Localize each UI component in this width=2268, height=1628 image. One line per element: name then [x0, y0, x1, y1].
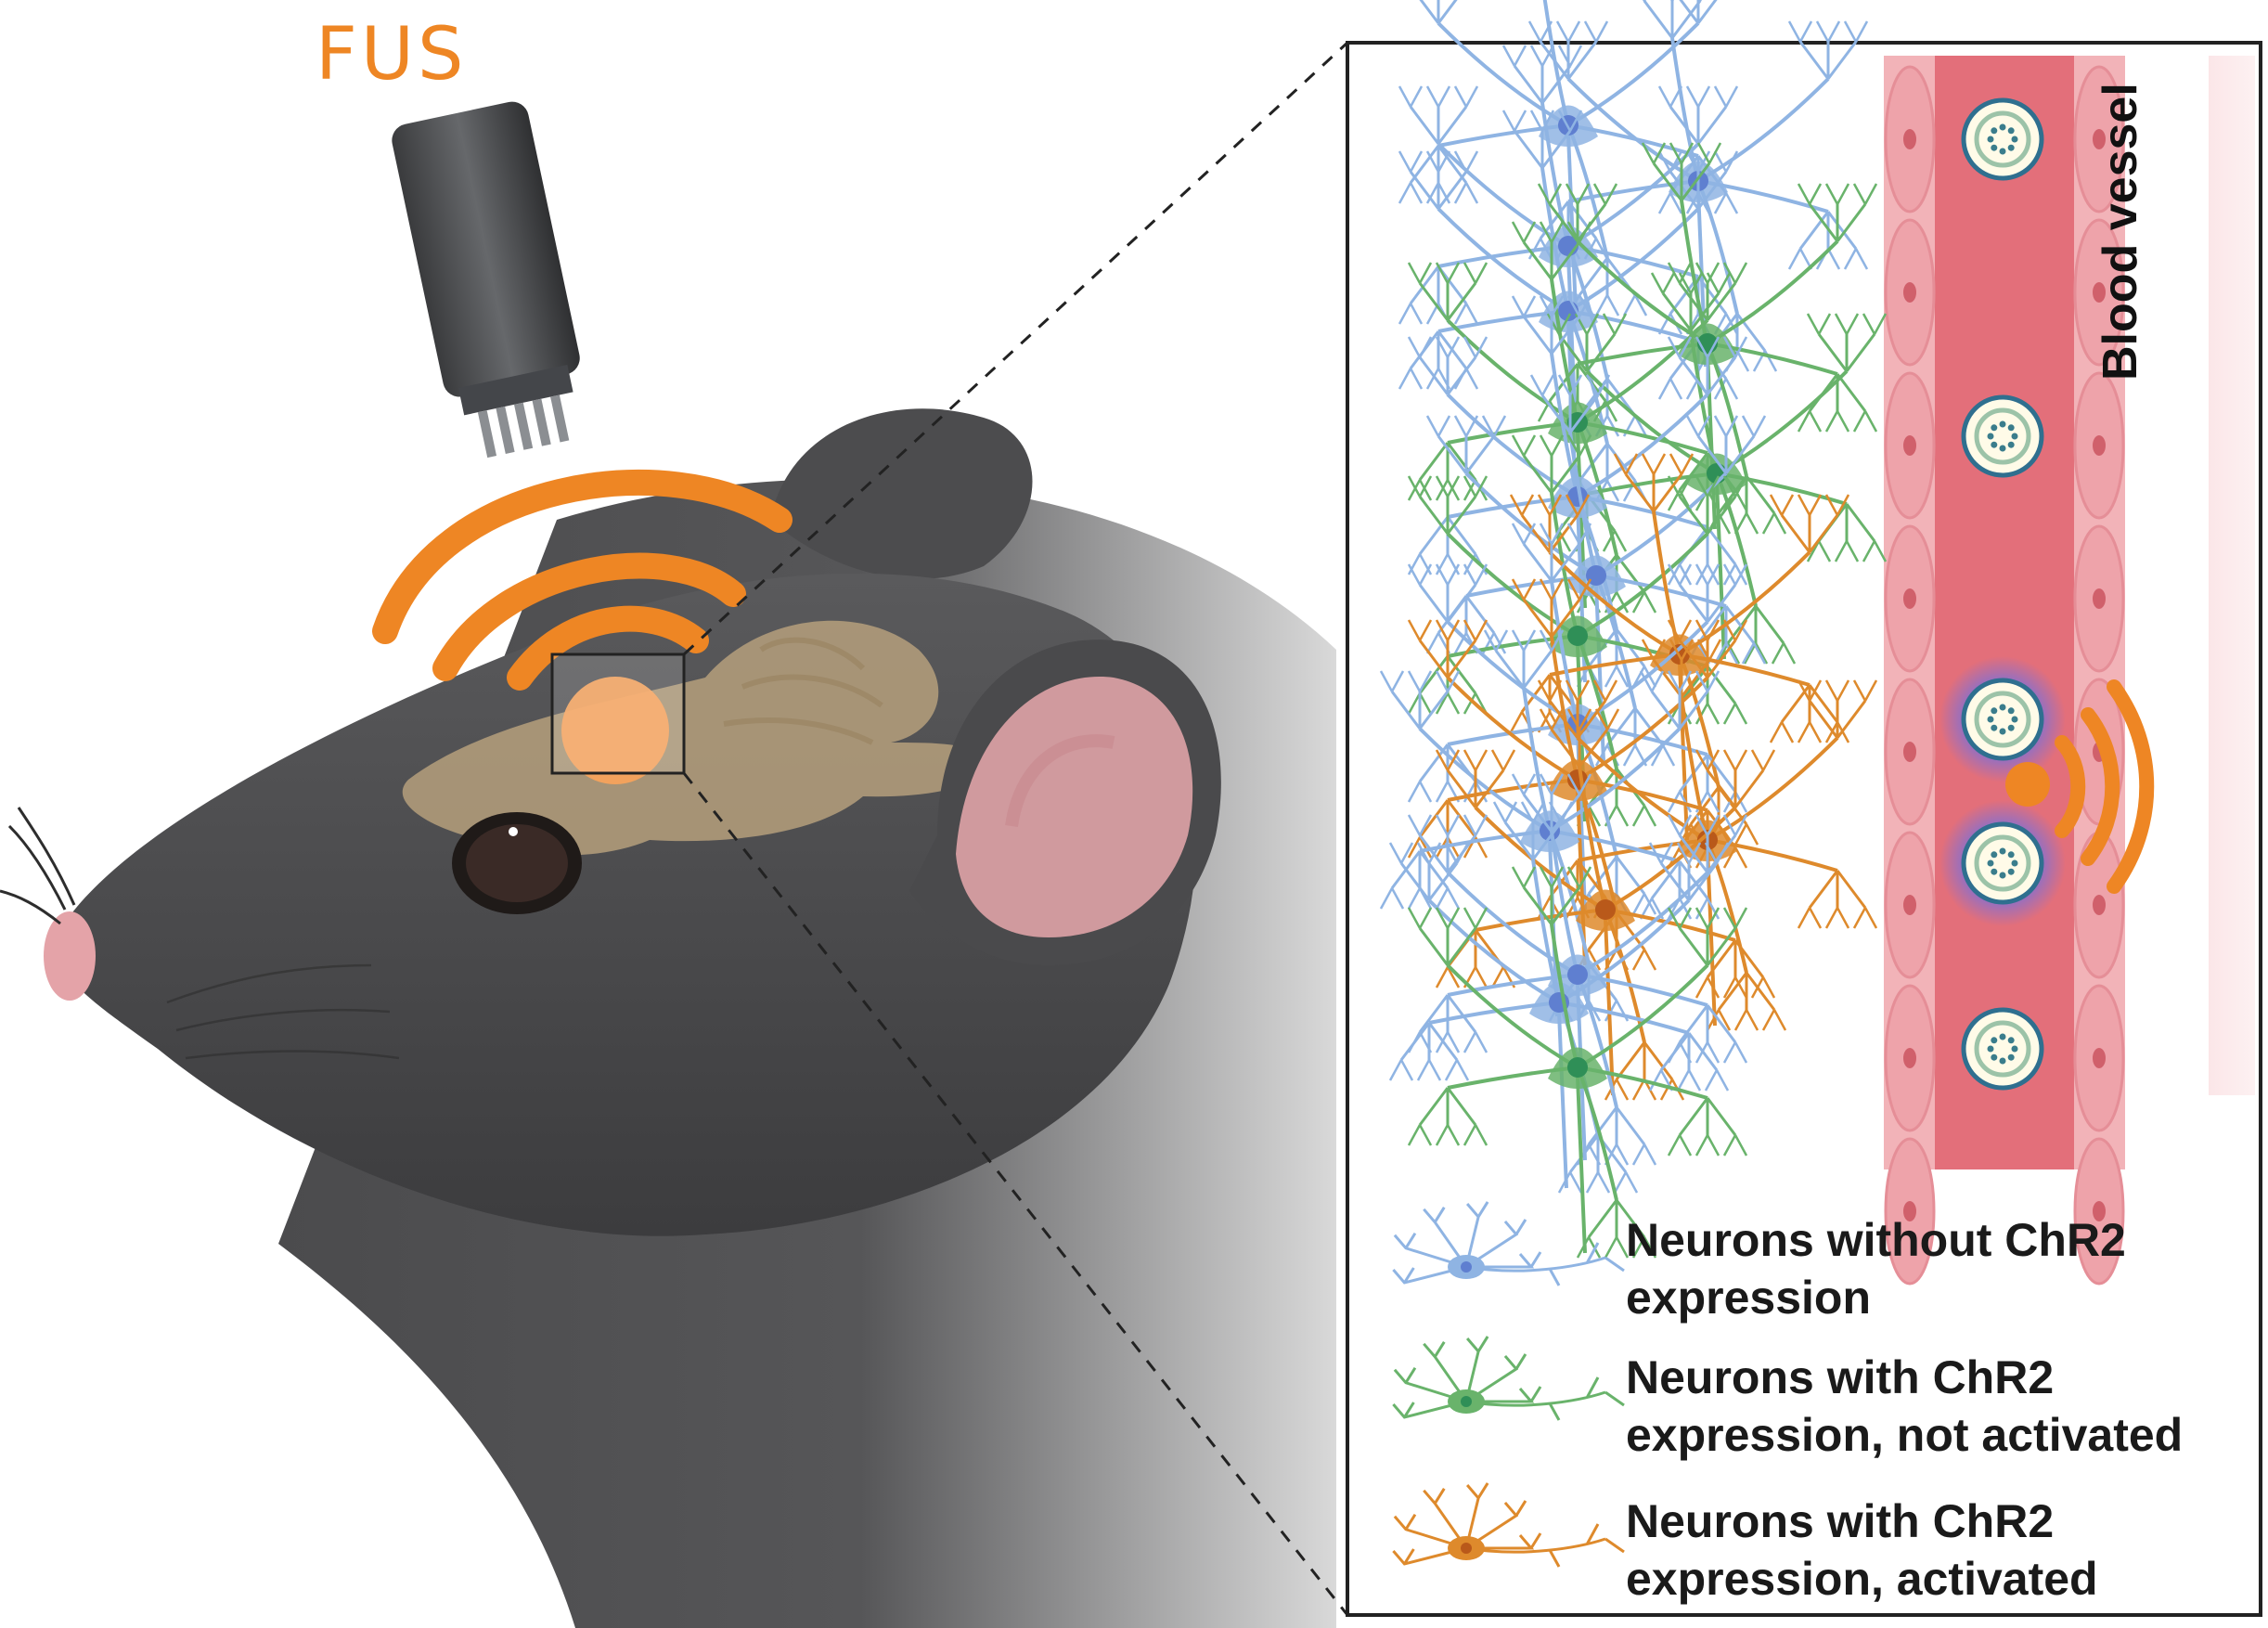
- legend-line-1: Neurons with ChR2: [1626, 1349, 2238, 1406]
- mouse-illustration: [0, 408, 1336, 1628]
- legend-item-without-chr2: Neurons without ChR2 expression: [1626, 1211, 2238, 1326]
- legend-line-1: Neurons with ChR2: [1626, 1492, 2238, 1550]
- fus-transducer: [389, 98, 597, 463]
- legend-line-1: Neurons without ChR2: [1626, 1211, 2238, 1269]
- legend-line-2: expression, activated: [1626, 1550, 2238, 1608]
- fus-label: FUS: [316, 13, 467, 97]
- mouse-nose: [44, 911, 96, 1001]
- legend-line-2: expression, not activated: [1626, 1406, 2238, 1464]
- legend-item-chr2-not-activated: Neurons with ChR2 expression, not activa…: [1626, 1349, 2238, 1464]
- legend-line-2: expression: [1626, 1269, 2238, 1326]
- blood-vessel-label: Blood vessel: [2093, 83, 2148, 381]
- zoom-box: [552, 654, 684, 773]
- legend-item-chr2-activated: Neurons with ChR2 expression, activated: [1626, 1492, 2238, 1608]
- mouse-whiskers: [0, 808, 74, 924]
